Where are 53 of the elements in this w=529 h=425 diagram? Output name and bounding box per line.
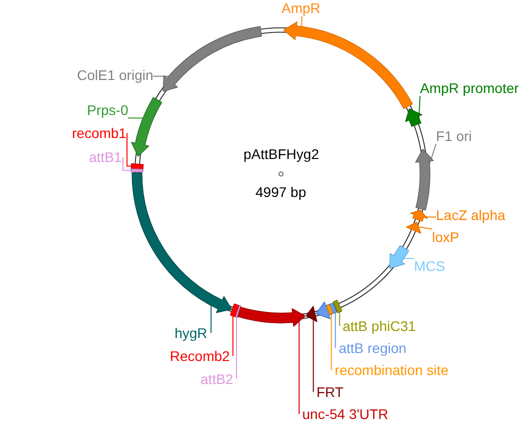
feature-label: F1 ori — [436, 128, 472, 144]
feature-label: AmpR promoter — [420, 80, 519, 96]
leader-line — [429, 144, 436, 164]
leader-line — [232, 316, 234, 356]
feature-label: recomb1 — [72, 125, 126, 141]
leader-line — [330, 313, 332, 370]
leader-line — [236, 316, 238, 380]
leader-line — [418, 226, 432, 230]
feature-arc — [410, 210, 428, 222]
feature-label: LacZ alpha — [436, 207, 506, 223]
feature-arc — [132, 172, 232, 313]
feature-arc — [415, 148, 434, 210]
feature-arc — [389, 245, 410, 269]
site-marker — [332, 300, 342, 314]
feature-label: FRT — [316, 384, 344, 400]
triangle-marker — [406, 222, 422, 234]
leader-line — [152, 76, 170, 77]
feature-label: ColE1 origin — [77, 67, 154, 83]
feature-label: Recomb2 — [170, 348, 230, 364]
feature-arc — [405, 108, 422, 127]
leader-line — [126, 132, 132, 167]
leader-line — [301, 16, 302, 27]
leader-line — [426, 216, 436, 218]
plasmid-size: 4997 bp — [256, 184, 306, 200]
feature-label: unc-54 3'UTR — [302, 406, 388, 422]
feature-label: loxP — [432, 229, 460, 245]
feature-label: AmpR — [282, 0, 320, 16]
leader-line — [312, 319, 314, 392]
site-marker — [130, 168, 144, 172]
feature-label: attB region — [338, 340, 406, 356]
feature-label: hygR — [174, 325, 208, 341]
site-marker — [230, 304, 240, 318]
feature-label: MCS — [414, 258, 446, 274]
leader-line — [122, 156, 132, 171]
feature-arc — [237, 306, 306, 327]
leader-line — [339, 312, 340, 326]
leader-line — [403, 258, 414, 259]
triangle-marker — [306, 306, 318, 322]
feature-arc — [162, 26, 262, 92]
feature-label: recombination site — [334, 362, 448, 378]
leader-line — [210, 305, 212, 334]
leader-line — [334, 312, 336, 348]
feature-label: attB phiC31 — [342, 318, 416, 334]
feature-label: attB1 — [89, 149, 122, 165]
feature-arc — [283, 22, 413, 110]
feature-arc — [131, 96, 162, 157]
feature-label: attB2 — [200, 371, 234, 387]
leader-line — [128, 118, 144, 119]
leader-line — [298, 321, 300, 414]
feature-arc — [316, 302, 338, 320]
plasmid-name: pAttBFHyg2 — [244, 146, 319, 162]
site-marker — [326, 304, 334, 315]
feature-label: Prps-0 — [87, 102, 128, 118]
